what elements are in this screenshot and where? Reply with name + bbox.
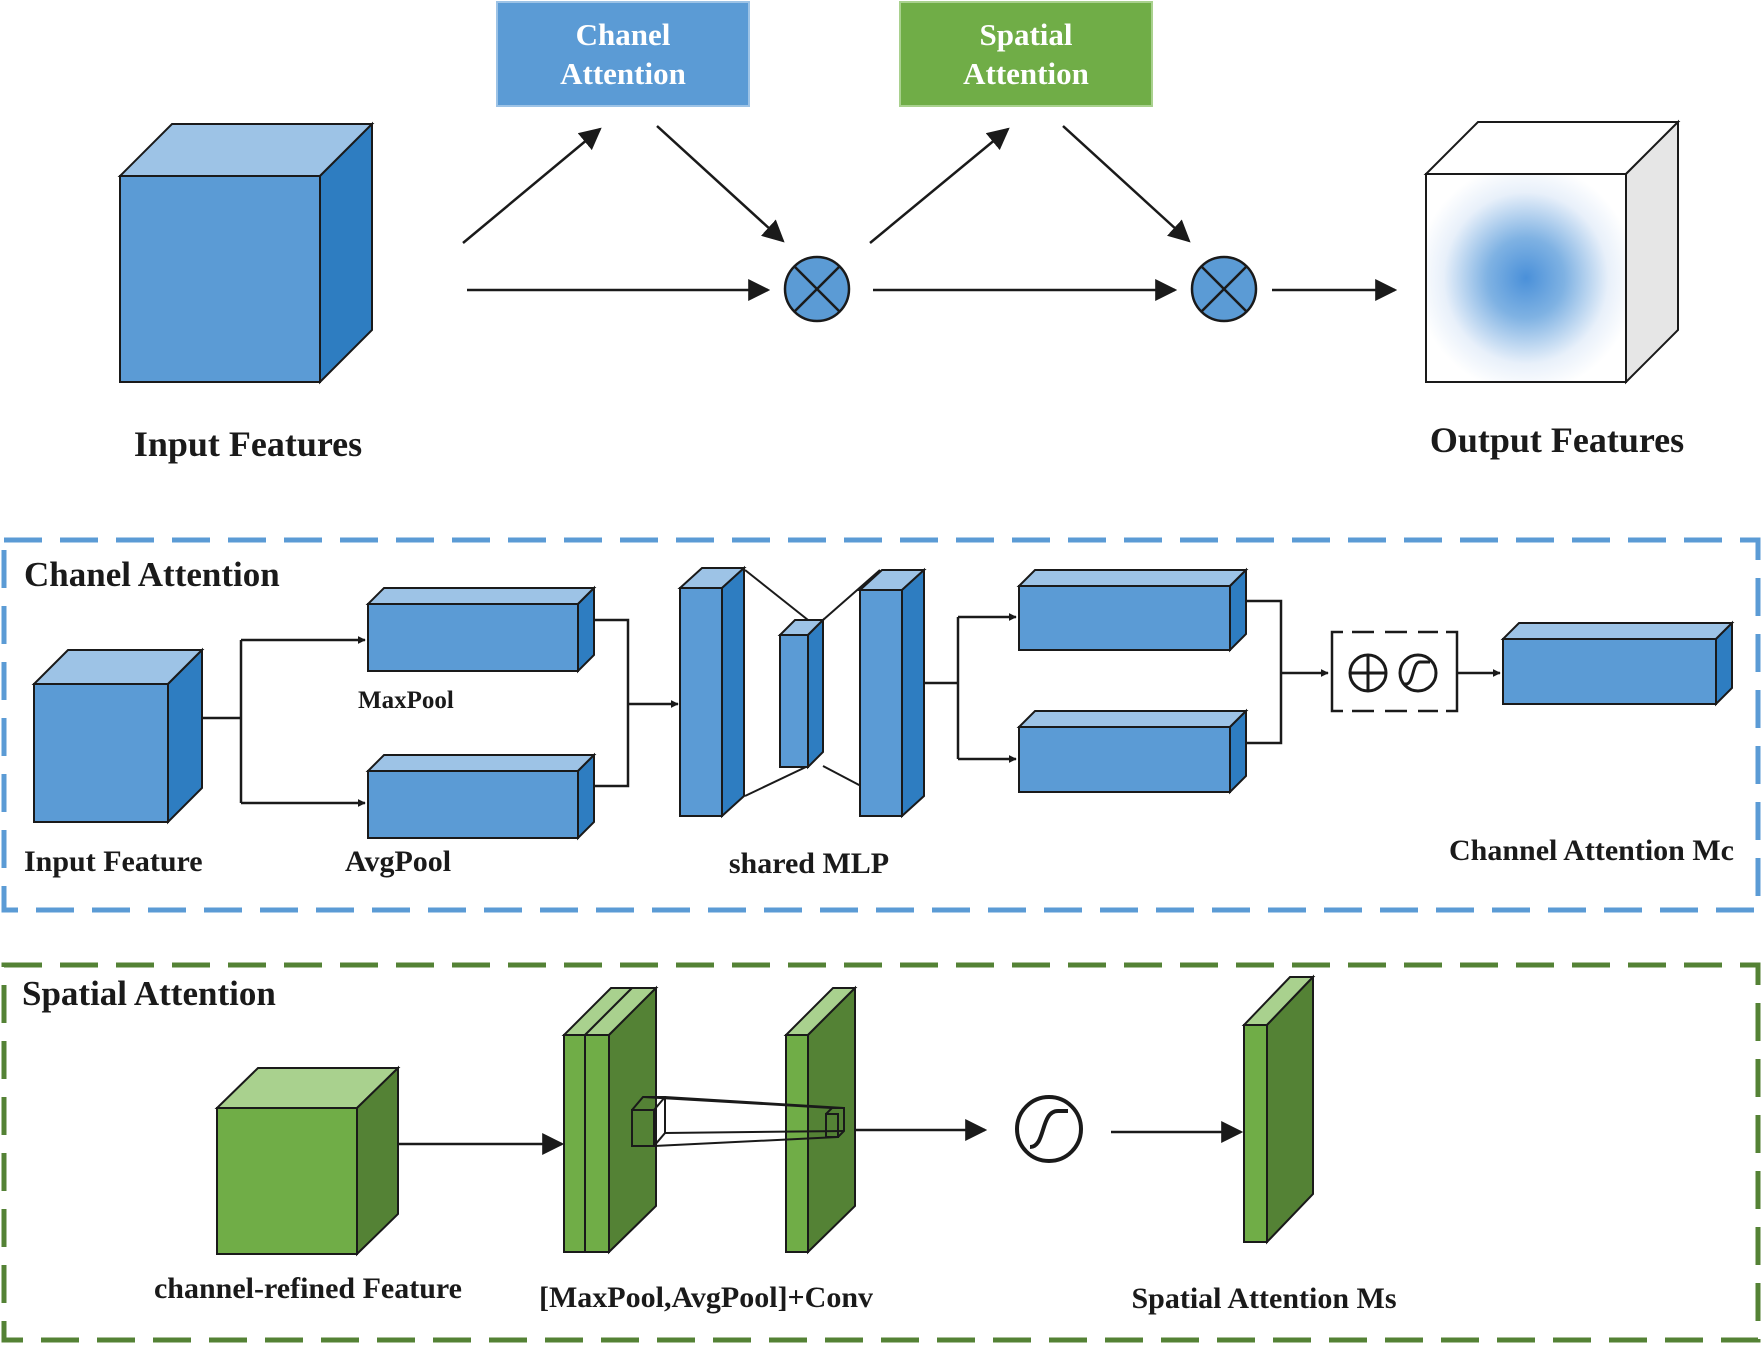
input-features-cube (117, 121, 375, 385)
merge-connectors (1246, 599, 1501, 745)
mlp-result-bar-top (1016, 567, 1249, 653)
spatial-attention-box: Spatial Attention (899, 1, 1153, 107)
spatial-sigmoid-icon (1015, 1095, 1083, 1163)
sigmoid-icon (1398, 653, 1438, 693)
spatial-attention-ms-map (1241, 974, 1316, 1245)
sum-sigmoid-bracket (1330, 630, 1459, 713)
output-features-cube (1423, 119, 1681, 385)
avgpool-label: AvgPool (345, 845, 451, 878)
channel-attention-mc-bar (1500, 620, 1735, 707)
avgpool-bar (365, 752, 597, 841)
pooled-feature-maps (561, 985, 659, 1255)
top-arrows (462, 125, 1398, 301)
multiply-node-2 (1190, 255, 1258, 323)
mlp-output-connectors (924, 613, 1017, 763)
channel-input-cube (31, 647, 205, 825)
spatial-attention-ms-label: Spatial Attention Ms (1131, 1282, 1396, 1315)
channel-refined-label: channel-refined Feature (154, 1272, 462, 1305)
channel-input-connectors (202, 636, 366, 807)
maxpool-label: MaxPool (358, 687, 454, 714)
conv-label: [MaxPool,AvgPool]+Conv (539, 1281, 873, 1314)
conv-feature-map (783, 985, 858, 1255)
multiply-node-1 (783, 255, 851, 323)
spatial-attention-panel (1, 962, 1761, 1343)
spatial-panel-title: Spatial Attention (22, 974, 276, 1013)
maxpool-bar (365, 585, 597, 674)
pool-to-mlp-connectors (594, 618, 679, 788)
channel-input-label: Input Feature (24, 845, 203, 878)
shared-mlp (677, 565, 927, 819)
output-features-label: Output Features (1430, 420, 1684, 460)
channel-attention-box-line1: Chanel (576, 17, 671, 52)
channel-attention-box: Chanel Attention (496, 1, 750, 107)
spatial-attention-box-line1: Spatial (979, 17, 1072, 52)
channel-panel-title: Chanel Attention (24, 555, 280, 594)
channel-attention-box-line2: Attention (560, 56, 686, 91)
channel-refined-cube (214, 1065, 401, 1257)
spatial-arrows (398, 1119, 1244, 1155)
spatial-attention-box-line2: Attention (963, 56, 1089, 91)
channel-attention-mc-label: Channel Attention Mc (1449, 834, 1734, 867)
channel-attention-panel (1, 537, 1761, 913)
shared-mlp-label: shared MLP (729, 847, 889, 880)
mlp-result-bar-bottom (1016, 708, 1249, 795)
input-features-label: Input Features (134, 424, 362, 464)
conv-kernel (631, 1096, 845, 1147)
plus-icon (1348, 653, 1388, 693)
